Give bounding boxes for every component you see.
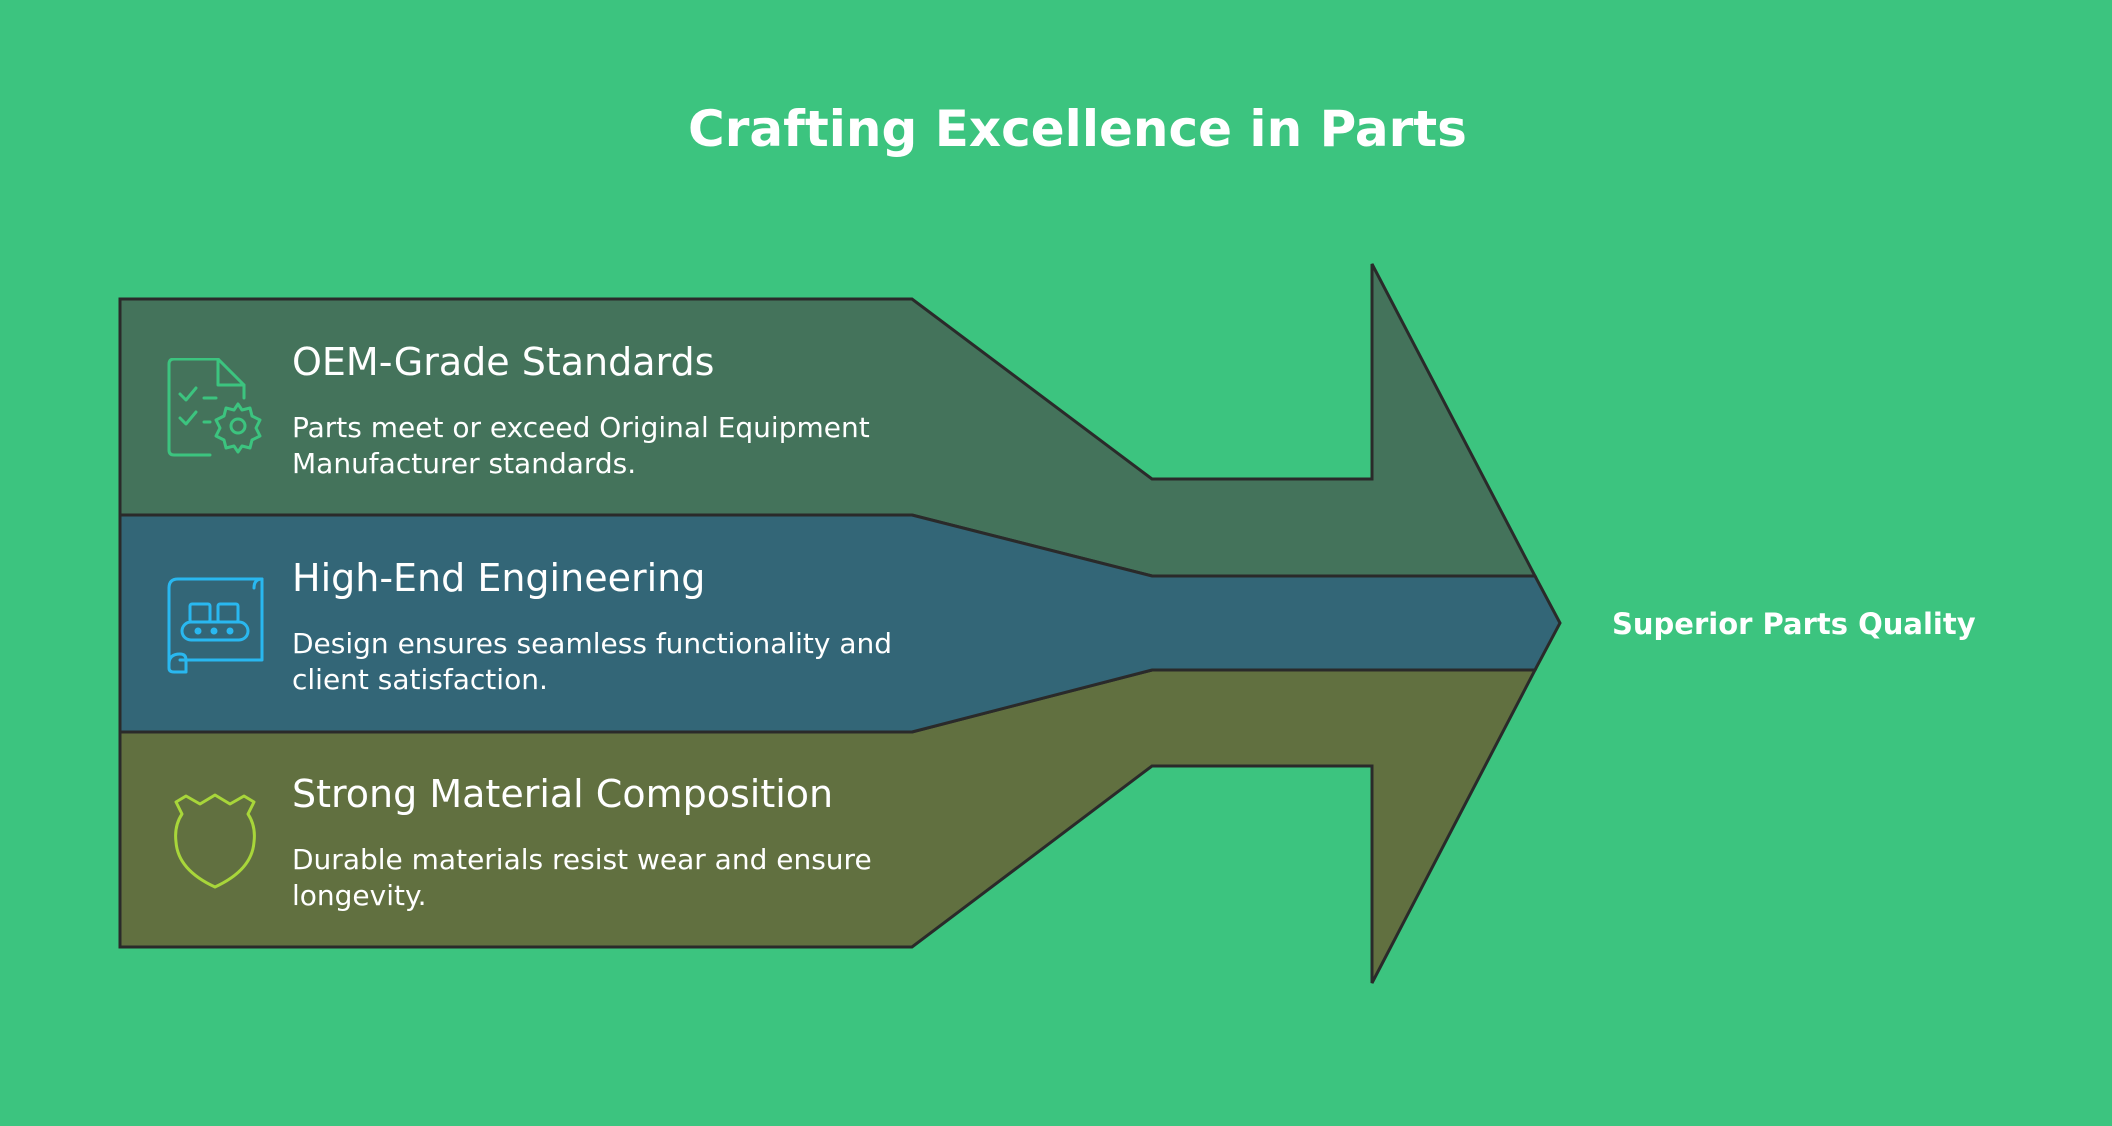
item-description-high-end-engineering: Design ensures seamless functionality an… xyxy=(292,627,893,696)
band-high-end-engineering xyxy=(118,513,1562,734)
item-description-strong-material-composition: Durable materials resist wear and ensure… xyxy=(292,843,872,912)
conveyor-blueprint-icon xyxy=(167,577,264,674)
page-title: Crafting Excellence in Parts xyxy=(688,100,1467,158)
item-heading-high-end-engineering: High-End Engineering xyxy=(292,556,706,600)
item-description-oem-grade-standards: Parts meet or exceed Original Equipment … xyxy=(292,411,870,480)
shield-icon xyxy=(174,793,256,889)
outcome-label: Superior Parts Quality xyxy=(1612,607,1976,641)
item-heading-oem-grade-standards: OEM-Grade Standards xyxy=(292,340,715,384)
item-heading-strong-material-composition: Strong Material Composition xyxy=(292,772,834,816)
checklist-gear-icon xyxy=(167,358,262,457)
